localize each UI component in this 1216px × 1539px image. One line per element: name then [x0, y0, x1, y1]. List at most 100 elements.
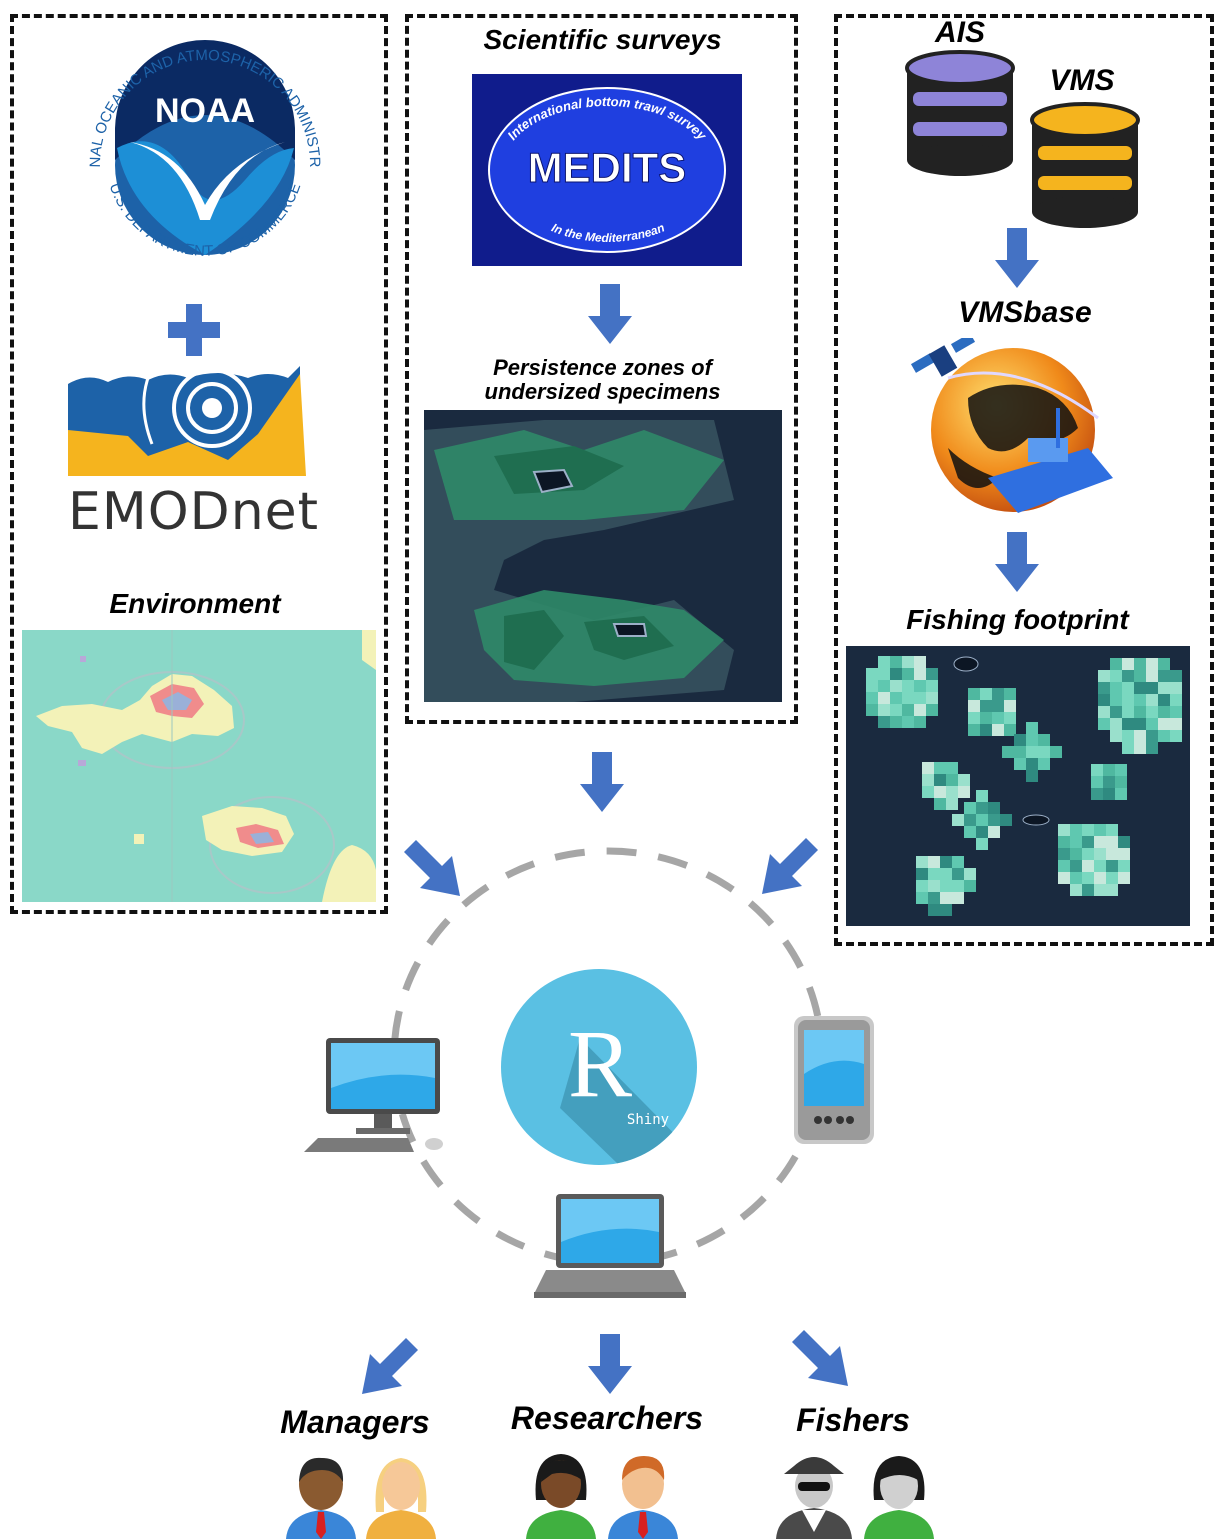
footprint-cell	[928, 892, 940, 904]
footprint-cell	[922, 786, 934, 798]
mobile-phone-icon	[794, 1016, 874, 1144]
footprint-cell	[890, 668, 902, 680]
footprint-cell	[1134, 694, 1146, 706]
footprint-cell	[1170, 670, 1182, 682]
persistence-title-line2: undersized specimens	[484, 379, 721, 404]
footprint-cell	[890, 656, 902, 668]
footprint-cell	[922, 774, 934, 786]
footprint-cell	[1106, 884, 1118, 896]
footprint-cell	[934, 762, 946, 774]
footprint-cell	[1026, 734, 1038, 746]
footprint-cell	[1098, 682, 1110, 694]
footprint-cell	[914, 716, 926, 728]
footprint-cell	[1004, 700, 1016, 712]
footprint-cell	[1098, 670, 1110, 682]
footprint-cell	[964, 814, 976, 826]
footprint-cell	[952, 856, 964, 868]
footprint-cell	[952, 892, 964, 904]
footprint-cell	[914, 680, 926, 692]
footprint-cell	[946, 762, 958, 774]
arrow-diag-fishing	[758, 838, 818, 898]
footprint-cell	[866, 704, 878, 716]
footprint-cell	[976, 826, 988, 838]
footprint-cell	[1134, 682, 1146, 694]
footprint-cell	[1070, 824, 1082, 836]
footprint-cell	[992, 700, 1004, 712]
footprint-cell	[1094, 884, 1106, 896]
footprint-cell	[926, 680, 938, 692]
footprint-cell	[980, 724, 992, 736]
footprint-cell	[940, 880, 952, 892]
footprint-cell	[976, 790, 988, 802]
footprint-cell	[1106, 860, 1118, 872]
footprint-cell	[878, 680, 890, 692]
footprint-cell	[1004, 688, 1016, 700]
footprint-cell	[1158, 706, 1170, 718]
footprint-cell	[1106, 836, 1118, 848]
footprint-cell	[1038, 758, 1050, 770]
footprint-cell	[1110, 694, 1122, 706]
footprint-cell	[1014, 734, 1026, 746]
footprint-cell	[1082, 848, 1094, 860]
footprint-cell	[1058, 836, 1070, 848]
footprint-cell	[1070, 884, 1082, 896]
footprint-cell	[914, 704, 926, 716]
footprint-cell	[1110, 658, 1122, 670]
footprint-cell	[914, 692, 926, 704]
footprint-cell	[1170, 718, 1182, 730]
r-shiny-logo: R Shiny	[500, 968, 698, 1166]
fishers-label: Fishers	[796, 1402, 910, 1438]
footprint-cell	[946, 798, 958, 810]
plus-icon	[168, 304, 220, 356]
researchers-label: Researchers	[510, 1400, 704, 1436]
footprint-cell	[902, 692, 914, 704]
footprint-cell	[976, 802, 988, 814]
footprint-cell	[1094, 836, 1106, 848]
environment-map	[22, 630, 376, 902]
footprint-cell	[902, 668, 914, 680]
footprint-cell	[1115, 788, 1127, 800]
footprint-cell	[922, 762, 934, 774]
footprint-cell	[940, 904, 952, 916]
footprint-cell	[946, 786, 958, 798]
footprint-cell	[952, 880, 964, 892]
footprint-cell	[1038, 734, 1050, 746]
footprint-cell	[934, 798, 946, 810]
footprint-cell	[1094, 872, 1106, 884]
persistence-map	[424, 410, 782, 702]
footprint-cell	[1122, 682, 1134, 694]
arrow-down-vmsbase	[995, 532, 1039, 592]
footprint-cell	[1098, 718, 1110, 730]
footprint-cell	[926, 704, 938, 716]
surveys-title: Scientific surveys	[483, 24, 722, 55]
footprint-cell	[916, 868, 928, 880]
footprint-cell	[1158, 658, 1170, 670]
footprint-cell	[946, 774, 958, 786]
footprint-cell	[1118, 872, 1130, 884]
vms-database-icon	[1030, 100, 1140, 230]
persistence-title-line1: Persistence zones of	[493, 355, 712, 380]
arrow-down-surveys	[580, 752, 624, 812]
footprint-cell	[1134, 670, 1146, 682]
ais-database-icon	[905, 50, 1015, 178]
footprint-cell	[1170, 694, 1182, 706]
footprint-cell	[1058, 872, 1070, 884]
footprint-cell	[1115, 776, 1127, 788]
footprint-cell	[1070, 836, 1082, 848]
footprint-cell	[1146, 742, 1158, 754]
footprint-cell	[1118, 848, 1130, 860]
footprint-cell	[1146, 682, 1158, 694]
footprint-cell	[964, 868, 976, 880]
footprint-cell	[1146, 730, 1158, 742]
footprint-cell	[890, 704, 902, 716]
footprint-cell	[1002, 746, 1014, 758]
footprint-cell	[1014, 758, 1026, 770]
footprint-cell	[1134, 718, 1146, 730]
footprint-cell	[1146, 706, 1158, 718]
footprint-cell	[1146, 718, 1158, 730]
footprint-cell	[958, 786, 970, 798]
footprint-cell	[878, 668, 890, 680]
footprint-cell	[1106, 848, 1118, 860]
footprint-cell	[1070, 860, 1082, 872]
vmsbase-label: VMSbase	[958, 296, 1092, 329]
